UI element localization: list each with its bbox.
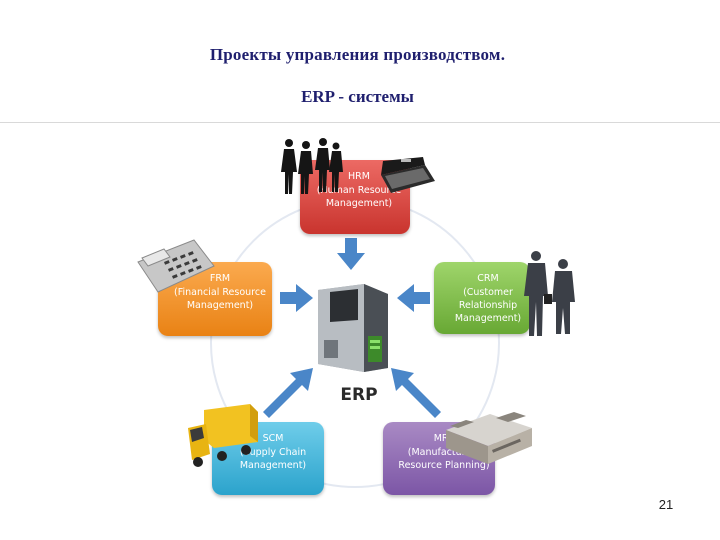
mrp-description: (Manufacturing Resource Planning) xyxy=(398,447,490,471)
erp-label: ERP xyxy=(340,385,378,405)
server-icon xyxy=(318,284,388,372)
briefcase-icon xyxy=(381,157,435,193)
hrm-module: HRM (Human Resource Management) xyxy=(300,160,410,234)
scm-name: SCM xyxy=(262,433,284,444)
crm-description: (Customer Relationship Management) xyxy=(454,287,522,324)
page-number: 21 xyxy=(658,497,674,512)
arrow-icon xyxy=(280,284,313,312)
arrow-icon xyxy=(391,368,441,418)
slide-title: Проекты управления производством. xyxy=(209,45,506,64)
frm-name: FRM xyxy=(209,273,231,284)
scm-description: (Supply Chain Management) xyxy=(239,447,307,471)
mrp-name: MRP xyxy=(433,433,455,444)
frm-description: (Financial Resource Management) xyxy=(174,287,266,311)
factory-icon xyxy=(446,412,532,464)
businessmen-icon xyxy=(524,251,575,336)
hrm-name: HRM xyxy=(348,171,370,182)
arrow-icon xyxy=(263,368,313,418)
people-silhouettes-icon xyxy=(281,138,343,194)
truck-icon xyxy=(188,404,258,467)
hrm-description: (Human Resource Management) xyxy=(316,185,402,209)
slide-subtitle: ERP - системы xyxy=(301,87,414,106)
crm-module: CRM (Customer Relationship Management) xyxy=(434,262,530,334)
crm-name: CRM xyxy=(477,273,499,284)
calculator-icon xyxy=(137,239,215,293)
arrow-icon xyxy=(337,238,365,270)
header-divider xyxy=(0,122,720,123)
arrow-icon xyxy=(397,284,430,312)
